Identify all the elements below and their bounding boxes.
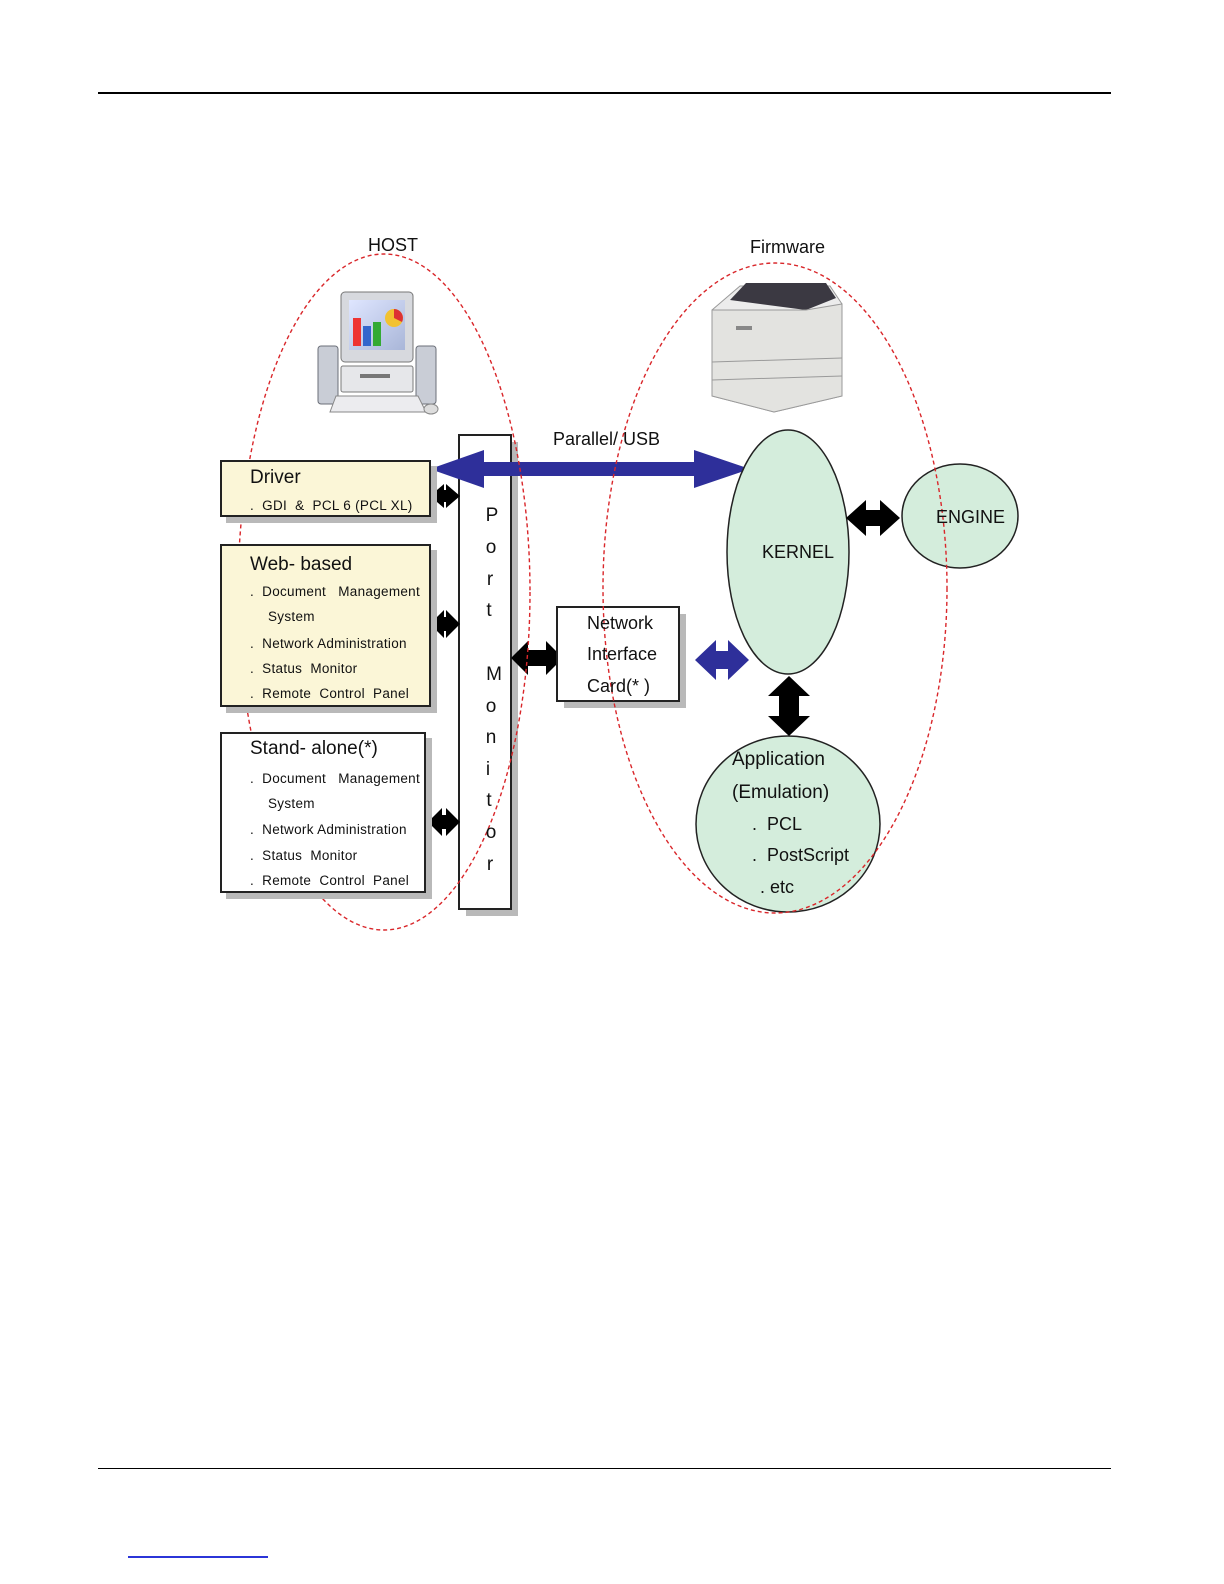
driver-port-arrow — [430, 484, 460, 508]
footer-rule — [98, 1468, 1111, 1469]
port-monitor-letter: t — [486, 790, 492, 811]
footer-link-underline[interactable] — [128, 1556, 268, 1558]
port-monitor-letter: P — [485, 505, 499, 526]
kernel-label: KERNEL — [762, 542, 835, 562]
port-monitor-letter: n — [485, 727, 497, 748]
application-line: . PCL — [752, 814, 803, 834]
web-based-item: . Network Administration — [250, 636, 407, 651]
port-monitor-letter: o — [485, 537, 497, 558]
application-line: . etc — [760, 877, 795, 897]
port-monitor-letter: o — [485, 696, 497, 717]
web-based-item: . Document Management — [250, 584, 421, 599]
driver-title: Driver — [250, 467, 301, 488]
stand-alone-item: . Remote Control Panel — [250, 873, 410, 888]
stand-alone-item: . Document Management — [250, 771, 421, 786]
nic-line: Card(* ) — [587, 676, 651, 696]
host-boundary — [237, 253, 531, 931]
kernel-node — [726, 429, 850, 675]
firmware-label: Firmware — [750, 237, 825, 257]
web-based-item: . Status Monitor — [250, 661, 358, 676]
port-monitor-letter: t — [486, 600, 492, 621]
header-rule — [98, 92, 1111, 94]
application-line: . PostScript — [752, 845, 850, 865]
port-nic-arrow — [511, 641, 563, 675]
web-based-title: Web- based — [250, 554, 353, 575]
stand-alone-item: . Status Monitor — [250, 848, 358, 863]
application-line: Application — [732, 749, 825, 770]
port-monitor-letter: i — [485, 759, 491, 780]
port-monitor-letter: o — [485, 822, 497, 843]
web-based-box: Web- based . Document Management System … — [220, 544, 431, 707]
parallel-usb-arrow — [430, 450, 750, 488]
stand-alone-title: Stand- alone(*) — [250, 738, 378, 759]
engine-node — [901, 463, 1019, 569]
stand-alone-item: System — [268, 796, 315, 811]
port-monitor-letter: r — [486, 854, 494, 875]
connection-label: Parallel/ USB — [553, 429, 661, 449]
application-line: (Emulation) — [732, 782, 830, 803]
nic-line: Interface — [587, 644, 658, 664]
engine-label: ENGINE — [936, 507, 1006, 527]
port-monitor-box — [458, 434, 512, 910]
nic-kernel-arrow — [695, 640, 749, 680]
stand-alone-box: Stand- alone(*) . Document Management Sy… — [220, 732, 426, 893]
kernel-engine-arrow — [846, 500, 900, 536]
host-computer-icon — [317, 291, 439, 415]
printer-icon — [711, 283, 843, 413]
nic-box — [556, 606, 680, 702]
nic-line: Network — [587, 613, 654, 633]
driver-item: . GDI & PCL 6 (PCL XL) — [250, 498, 413, 513]
host-label: HOST — [368, 235, 419, 255]
firmware-boundary — [602, 262, 948, 914]
web-based-item: System — [268, 609, 315, 624]
web-based-item: . Remote Control Panel — [250, 686, 410, 701]
webbased-port-arrow — [430, 610, 460, 638]
port-monitor-letter: M — [486, 664, 502, 685]
standalone-port-arrow — [428, 808, 460, 836]
driver-box: Driver . GDI & PCL 6 (PCL XL) — [220, 460, 431, 517]
stand-alone-item: . Network Administration — [250, 822, 407, 837]
kernel-application-arrow — [768, 676, 810, 736]
port-monitor-letter: r — [486, 569, 494, 590]
